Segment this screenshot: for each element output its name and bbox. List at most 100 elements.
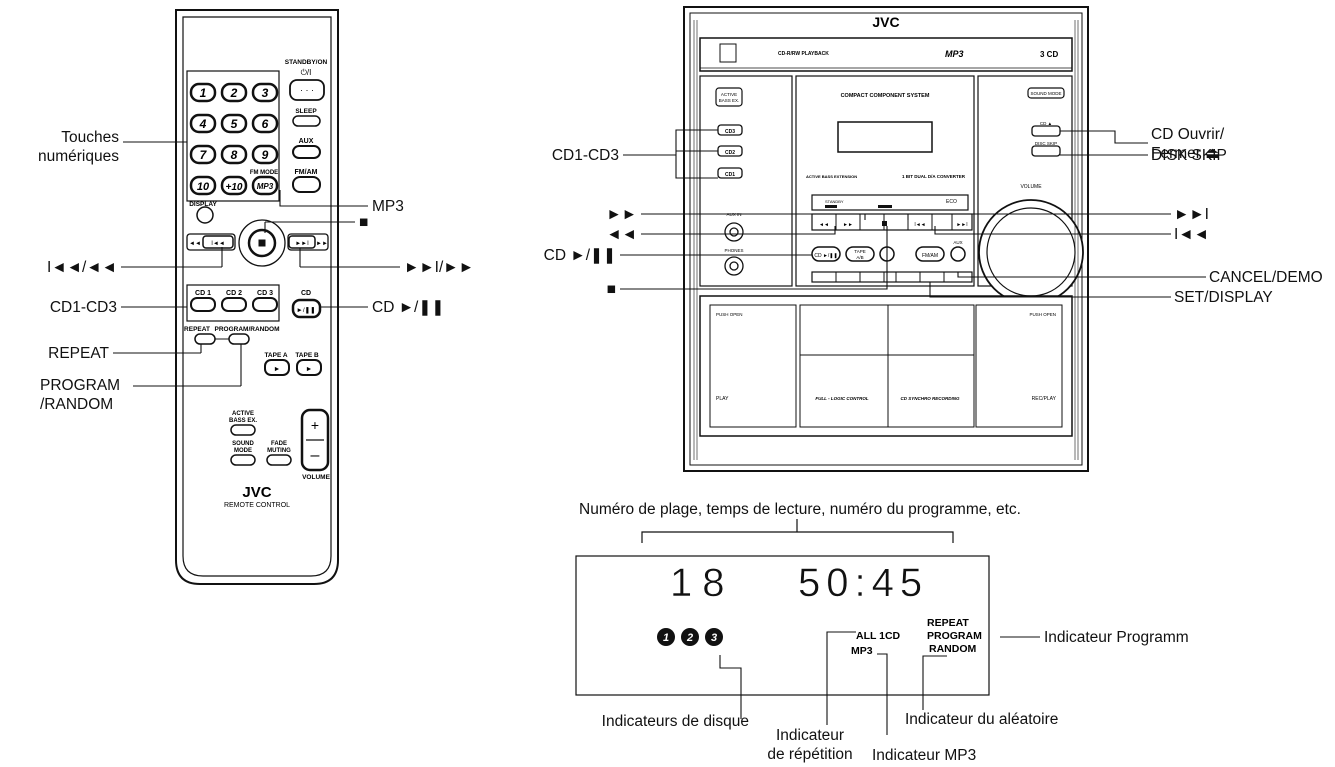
svg-text:►: ►: [306, 366, 313, 373]
svg-text:9: 9: [262, 148, 269, 162]
remote-cd1-button[interactable]: [191, 298, 215, 311]
unit-brand-logo: JVC: [872, 14, 899, 30]
svg-text:MODE: MODE: [234, 448, 252, 454]
main-unit: JVC CD-R/RW PLAYBACK MP3 3 CD COMPACT CO…: [684, 7, 1088, 471]
label-fast-forward-unit: ►►: [560, 205, 637, 224]
svg-text:2: 2: [686, 632, 693, 644]
label-skip-back-remote: I◄◄/◄◄: [12, 258, 117, 277]
svg-text:►►I: ►►I: [956, 222, 967, 228]
lcd-all-1cd-indicator: ALL 1CD: [856, 630, 901, 642]
svg-text:6: 6: [262, 117, 269, 131]
svg-text:REPEAT: REPEAT: [184, 326, 210, 333]
label-repeat: REPEAT: [12, 344, 109, 363]
svg-text:–: –: [311, 447, 320, 464]
label-mp3: MP3: [372, 197, 404, 216]
display-button[interactable]: [197, 207, 213, 223]
svg-text:AUX: AUX: [299, 138, 314, 145]
disc-indicators: 1 2 3: [657, 628, 723, 646]
svg-text:FM/AM: FM/AM: [295, 169, 318, 176]
label-numero-de-plage: Numéro de plage, temps de lecture, numér…: [500, 500, 1100, 519]
svg-text:I◄◄: I◄◄: [211, 241, 225, 247]
svg-text:REMOTE CONTROL: REMOTE CONTROL: [224, 502, 290, 509]
label-prev-unit: I◄◄: [1174, 225, 1209, 244]
lcd-track-number: 18: [670, 561, 735, 605]
unit-display-window: [838, 122, 932, 152]
label-stop-unit: ■: [560, 280, 616, 299]
remote-cd2-button[interactable]: [222, 298, 246, 311]
program-random-button[interactable]: [229, 334, 249, 344]
svg-text:CD 1: CD 1: [195, 290, 211, 297]
label-rewind-unit: ◄◄: [560, 225, 637, 244]
unit-aux-button[interactable]: [951, 247, 965, 261]
disc-skip-button[interactable]: [1032, 146, 1060, 156]
label-indicateurs-disque: Indicateurs de disque: [500, 712, 749, 731]
svg-text:TAPE A: TAPE A: [264, 352, 287, 359]
label-skip-forward-remote: ►►I/►►: [404, 258, 474, 277]
lcd-mp3-indicator: MP3: [851, 645, 873, 657]
lcd-random-indicator: RANDOM: [929, 643, 976, 655]
svg-text:FADE: FADE: [271, 441, 287, 447]
fm-am-button[interactable]: [293, 177, 320, 192]
svg-text:PUSH OPEN: PUSH OPEN: [1029, 312, 1056, 317]
display-panel: 18 50:45 1 2 3 REPEAT PROGRAM RANDOM ALL…: [576, 519, 989, 695]
label-disk-skip: DISK SKIP: [1151, 146, 1227, 165]
active-bass-button[interactable]: [231, 425, 255, 435]
svg-text:PROGRAM/RANDOM: PROGRAM/RANDOM: [215, 326, 280, 333]
svg-text:TAPE: TAPE: [854, 249, 865, 254]
label-indicateur-programm: Indicateur Programm: [1044, 628, 1189, 647]
svg-text:PUSH OPEN: PUSH OPEN: [716, 312, 743, 317]
svg-text:ACTIVE: ACTIVE: [232, 411, 254, 417]
cd-eject-button[interactable]: [1032, 126, 1060, 136]
svg-text:MP3: MP3: [945, 49, 964, 59]
svg-text:FULL - LOGIC CONTROL: FULL - LOGIC CONTROL: [815, 396, 868, 401]
svg-text:BASS EX.: BASS EX.: [229, 418, 257, 424]
remote-control: STANDBY/ON ⏻/I · · · 1 2 3 4 5 6 7 8 9 1: [176, 10, 338, 584]
svg-text:CD ▲: CD ▲: [1040, 121, 1052, 126]
label-stop-remote: ■: [359, 213, 368, 232]
svg-text:COMPACT COMPONENT SYSTEM: COMPACT COMPONENT SYSTEM: [841, 93, 930, 99]
svg-text:AUX: AUX: [953, 240, 962, 245]
svg-text:DISC SKIP: DISC SKIP: [1035, 141, 1057, 146]
svg-text:10: 10: [197, 181, 210, 193]
label-next-unit: ►►I: [1174, 205, 1209, 224]
svg-text:SOUND MODE: SOUND MODE: [1030, 91, 1061, 96]
svg-text:ECO: ECO: [946, 199, 957, 205]
svg-text:SLEEP: SLEEP: [295, 108, 317, 115]
svg-text:CD2: CD2: [725, 150, 735, 156]
svg-text:CD: CD: [301, 290, 311, 297]
unit-active-bass-button[interactable]: [716, 88, 742, 106]
svg-text:TAPE B: TAPE B: [295, 352, 319, 359]
svg-text:VOLUME: VOLUME: [302, 474, 330, 481]
svg-text:CD3: CD3: [725, 129, 735, 135]
svg-text:VOLUME: VOLUME: [1020, 184, 1042, 190]
deck-a[interactable]: [710, 305, 796, 427]
svg-text:►►I: ►►I: [295, 241, 309, 247]
lcd-repeat-indicator: REPEAT: [927, 617, 969, 629]
cd-tray[interactable]: [700, 38, 1072, 71]
svg-text:►►: ►►: [316, 241, 328, 247]
svg-text:►: ►: [274, 366, 281, 373]
svg-text:CD 3: CD 3: [257, 290, 273, 297]
svg-text:FM/AM: FM/AM: [922, 253, 938, 259]
label-indicateur-mp3: Indicateur MP3: [872, 746, 976, 765]
label-indicateur-aleatoire: Indicateur du aléatoire: [905, 710, 1058, 729]
svg-text:CD SYNCHRO RECORDING: CD SYNCHRO RECORDING: [900, 396, 960, 401]
svg-text:PLAY: PLAY: [716, 396, 729, 402]
svg-text:►►: ►►: [843, 222, 853, 228]
remote-cd3-button[interactable]: [253, 298, 277, 311]
svg-text:ACTIVE BASS EXTENSION: ACTIVE BASS EXTENSION: [806, 174, 857, 179]
aux-button[interactable]: [293, 146, 320, 158]
svg-text:5: 5: [231, 117, 238, 131]
deck-b[interactable]: [976, 305, 1062, 427]
label-cancel-demo: CANCEL/DEMO: [1209, 268, 1323, 287]
fade-muting-button[interactable]: [267, 455, 291, 465]
sleep-button[interactable]: [293, 116, 320, 126]
svg-text:3: 3: [262, 86, 269, 100]
sound-mode-button[interactable]: [231, 455, 255, 465]
svg-text:◄◄: ◄◄: [189, 241, 201, 247]
svg-text:3 CD: 3 CD: [1040, 50, 1058, 59]
label-cd-play-remote: CD ►/❚❚: [372, 298, 444, 317]
svg-text:A/B: A/B: [856, 255, 863, 260]
svg-text:CD1: CD1: [725, 172, 735, 178]
repeat-button[interactable]: [195, 334, 215, 344]
